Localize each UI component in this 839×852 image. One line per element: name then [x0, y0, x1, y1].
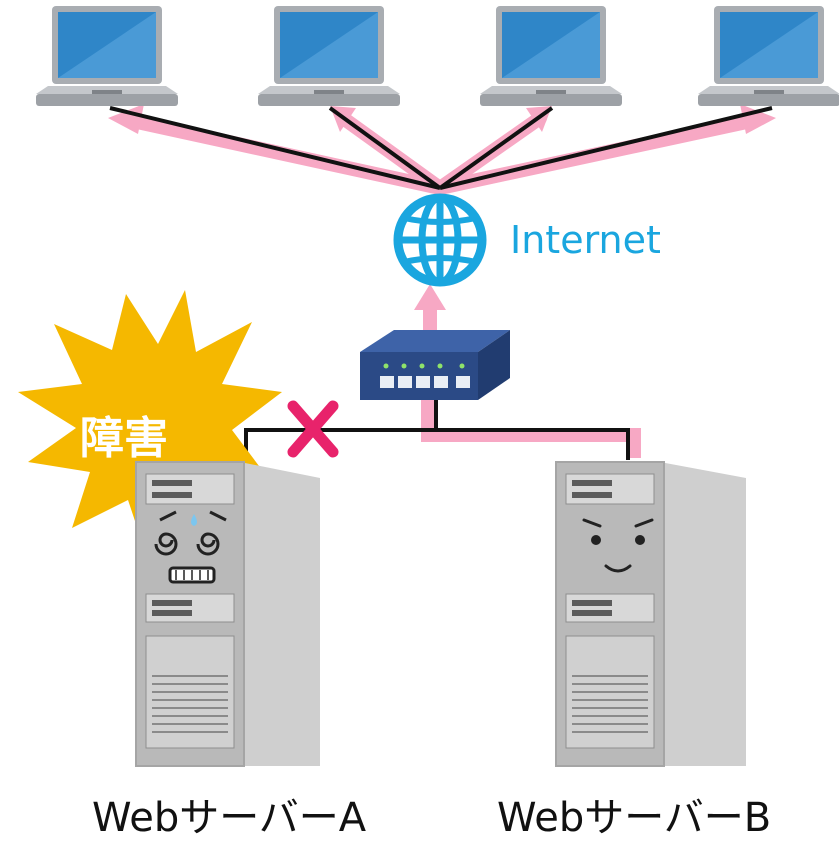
dizzy-face-icon: [154, 510, 227, 584]
internet-label: Internet: [510, 218, 661, 262]
wire-pc-2: [328, 106, 442, 190]
wire-server-a: [244, 428, 436, 460]
server-a-icon: [135, 461, 320, 767]
network-switch-icon: [360, 330, 510, 400]
fault-label: 障害: [80, 413, 168, 464]
server-b-icon: [555, 461, 746, 767]
laptop-icon: [698, 6, 839, 106]
globe-icon: [393, 193, 487, 287]
wire-pc-1: [109, 106, 441, 190]
wire-server-b: [436, 428, 630, 460]
laptop-icon: [36, 6, 178, 106]
traffic-path-server-b: [421, 395, 641, 458]
wire-pc-4: [439, 106, 773, 190]
wire-pc-3: [438, 106, 554, 190]
network-wires: [109, 106, 773, 460]
sweat-drop-icon: [191, 514, 197, 526]
server-a-label: WebサーバーA: [92, 795, 367, 841]
fault-burst-icon: [18, 290, 282, 560]
server-b-label: WebサーバーB: [497, 795, 772, 841]
laptop-icon: [258, 6, 400, 106]
arrowhead-internet: [414, 284, 446, 310]
smile-face-icon: [582, 518, 654, 573]
laptop-icon: [480, 6, 622, 106]
cut-mark-icon: [287, 400, 339, 458]
arrowhead-pc-1: [108, 104, 144, 134]
